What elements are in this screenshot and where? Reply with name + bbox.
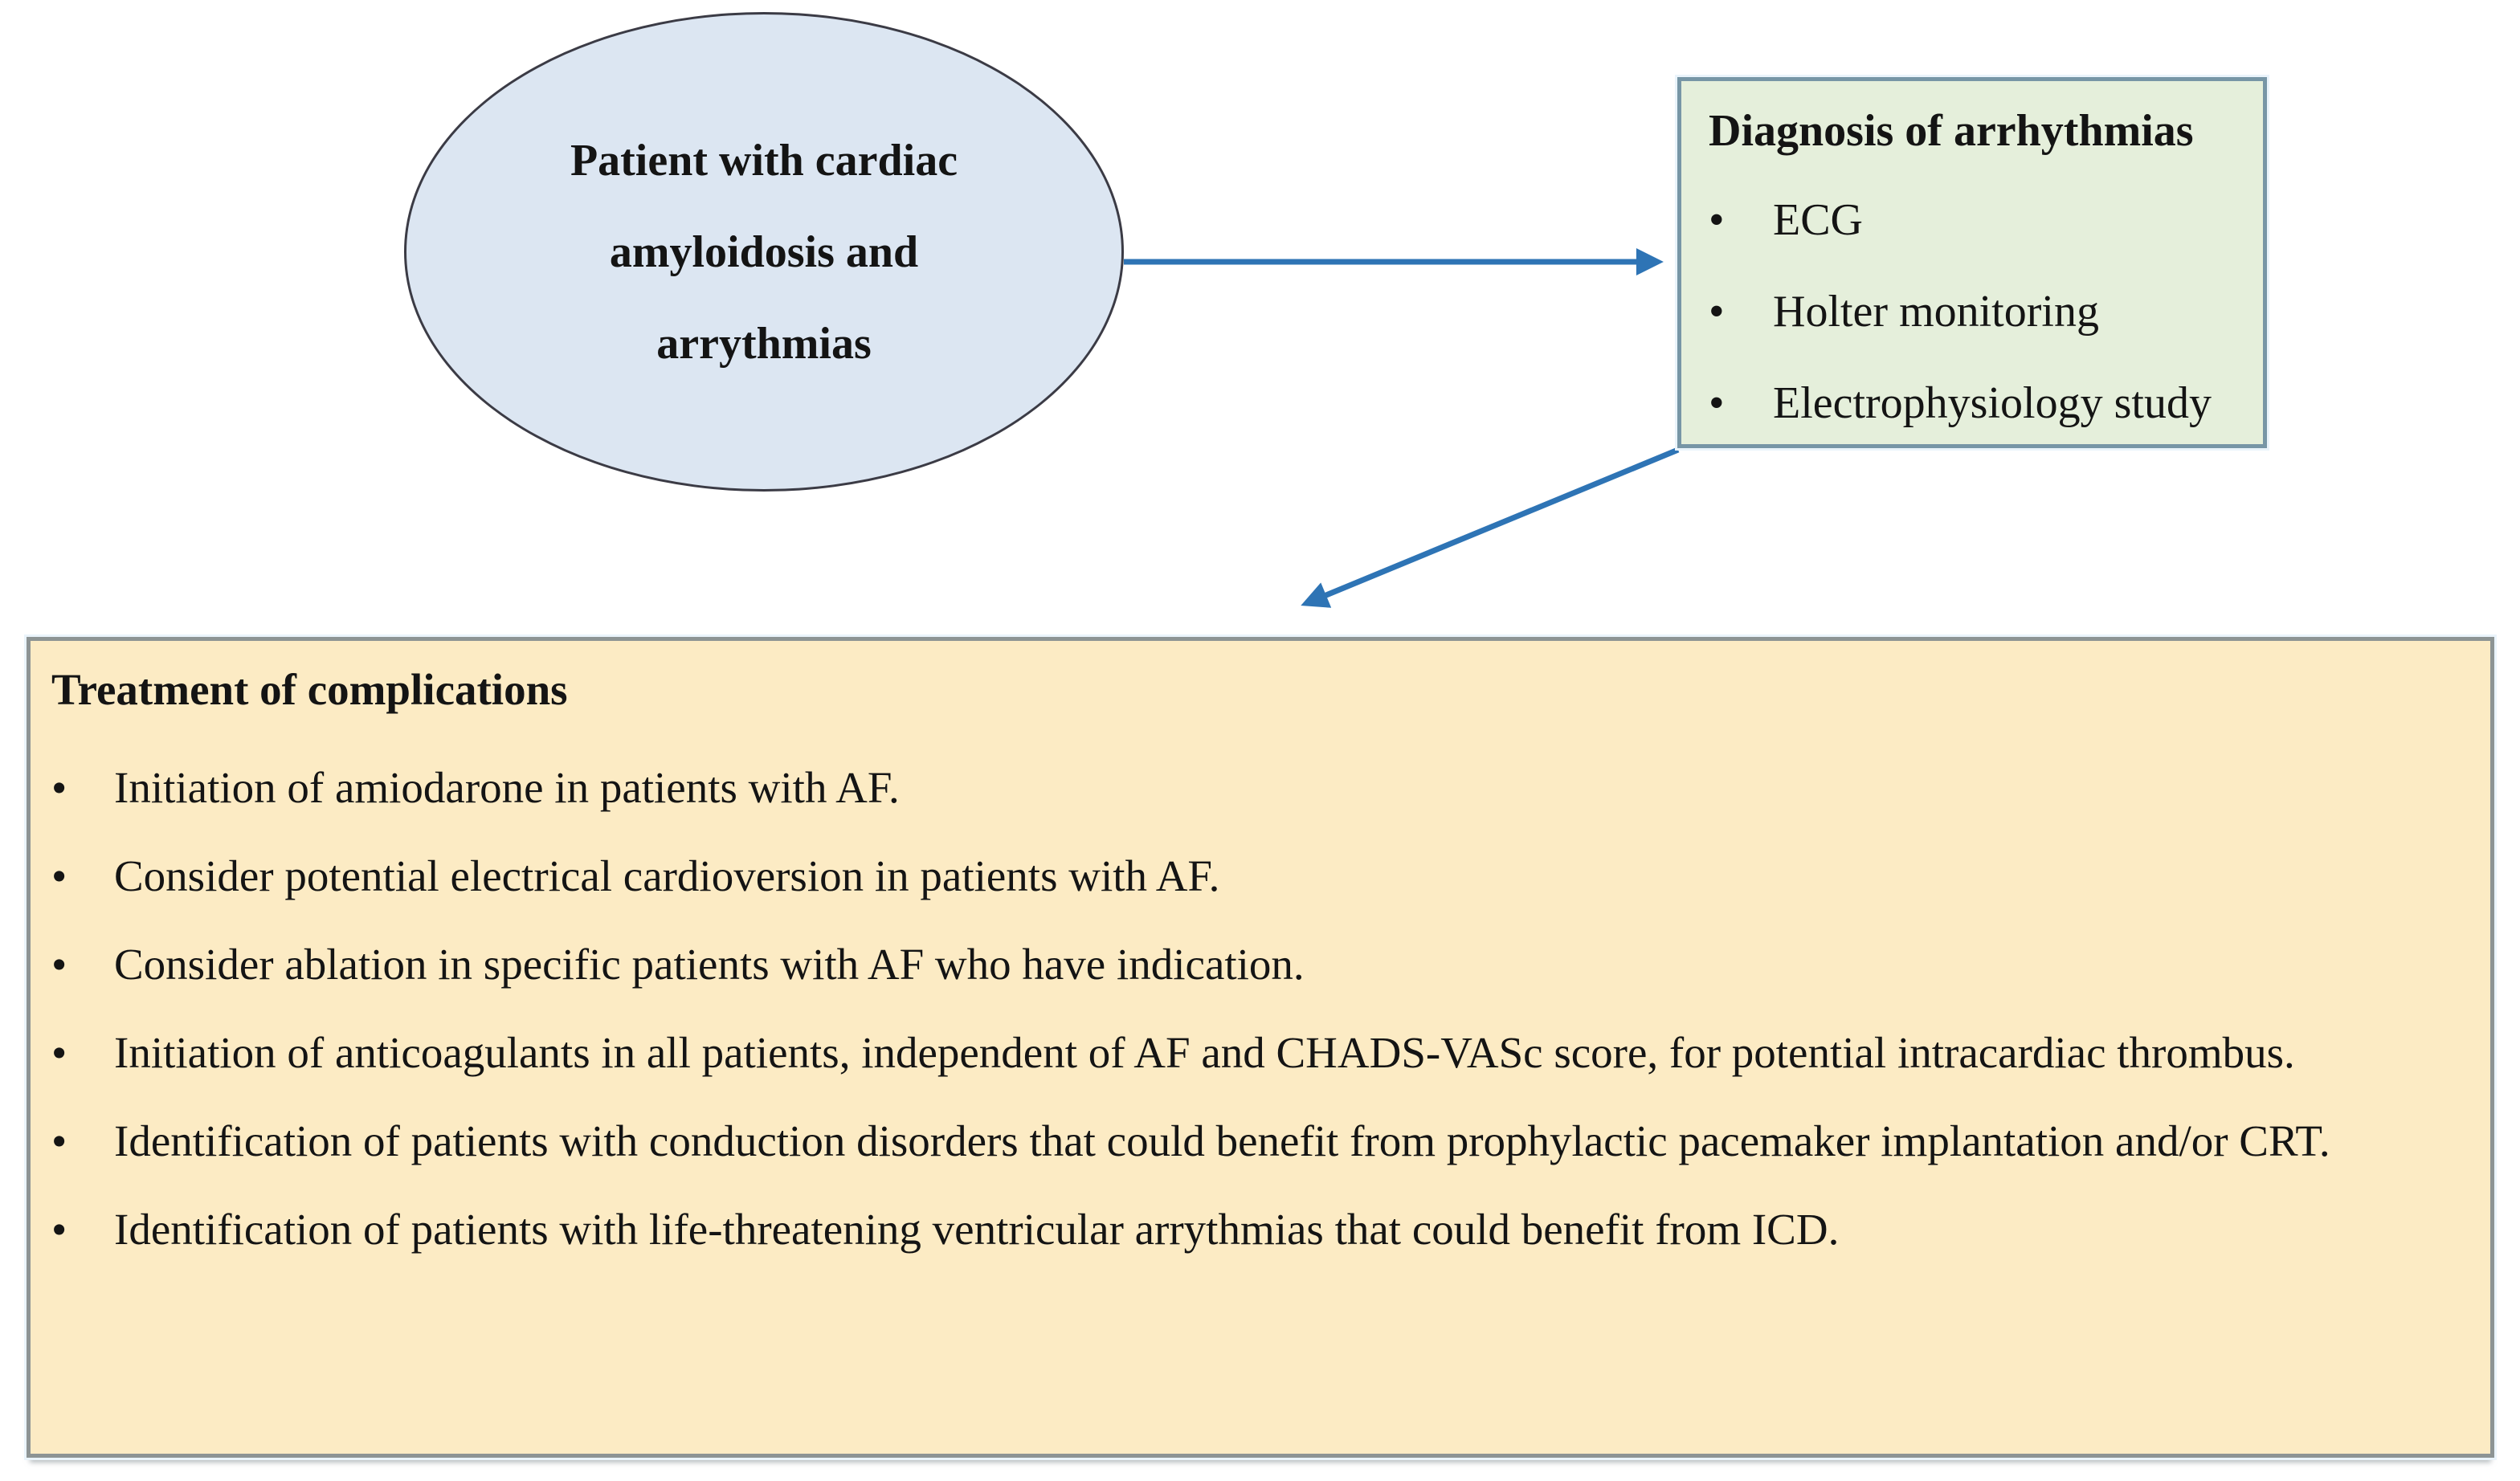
bullet-icon: • [1709,287,1725,337]
node-patient: Patient with cardiac amyloidosis and arryt… [404,12,1124,492]
bullet-icon: • [51,1116,67,1165]
bullet-icon: • [51,763,67,812]
diagnosis-item-text: Electrophysiology study [1773,378,2212,428]
ellipse-text-line: Patient with cardiac [570,135,958,186]
treatment-list: • Initiation of amiodarone in patients w… [51,744,2466,1274]
bullet-icon: • [51,940,67,989]
treatment-list-item: • Initiation of anticoagulants in all pa… [51,1009,2466,1097]
treatment-item-text: Initiation of anticoagulants in all pati… [114,1028,2295,1077]
treatment-item-text: Initiation of amiodarone in patients wit… [114,763,900,812]
diagnosis-list: • ECG • Holter monitoring • Electrophysi… [1709,174,2248,449]
diagnosis-list-item: • Holter monitoring [1709,266,2248,357]
node-diagnosis: Diagnosis of arrhythmias • ECG • Holter … [1677,77,2267,448]
treatment-item-text: Identification of patients with conducti… [114,1116,2330,1165]
diagnosis-item-text: Holter monitoring [1773,287,2099,337]
bullet-icon: • [1709,195,1725,245]
diagnosis-list-item: • ECG [1709,174,2248,266]
node-patient-text: Patient with cardiac amyloidosis and arryt… [570,115,958,390]
arrow-diagnosis-to-treatment [1301,447,1680,608]
ellipse-text-line: arrythmias [656,318,872,369]
diagnosis-item-text: ECG [1773,195,1863,245]
treatment-list-item: • Identification of patients with conduc… [51,1097,2466,1185]
treatment-item-text: Identification of patients with life-thr… [114,1205,1840,1254]
treatment-list-item: • Consider ablation in specific patients… [51,920,2466,1009]
bullet-icon: • [51,851,67,900]
bullet-icon: • [51,1028,67,1077]
diagnosis-list-item: • Electrophysiology study [1709,357,2248,449]
bullet-icon: • [1709,378,1725,428]
ellipse-text-line: amyloidosis and [609,226,919,277]
treatment-list-item: • Consider potential electrical cardiove… [51,832,2466,920]
diagnosis-title: Diagnosis of arrhythmias [1709,106,2194,156]
treatment-title: Treatment of complications [51,665,568,714]
treatment-item-text: Consider potential electrical cardiovers… [114,851,1220,900]
node-treatment: Treatment of complications • Initiation … [27,637,2494,1458]
bullet-icon: • [51,1205,67,1254]
treatment-list-item: • Identification of patients with life-t… [51,1185,2466,1274]
treatment-list-item: • Initiation of amiodarone in patients w… [51,744,2466,832]
treatment-item-text: Consider ablation in specific patients w… [114,940,1305,989]
